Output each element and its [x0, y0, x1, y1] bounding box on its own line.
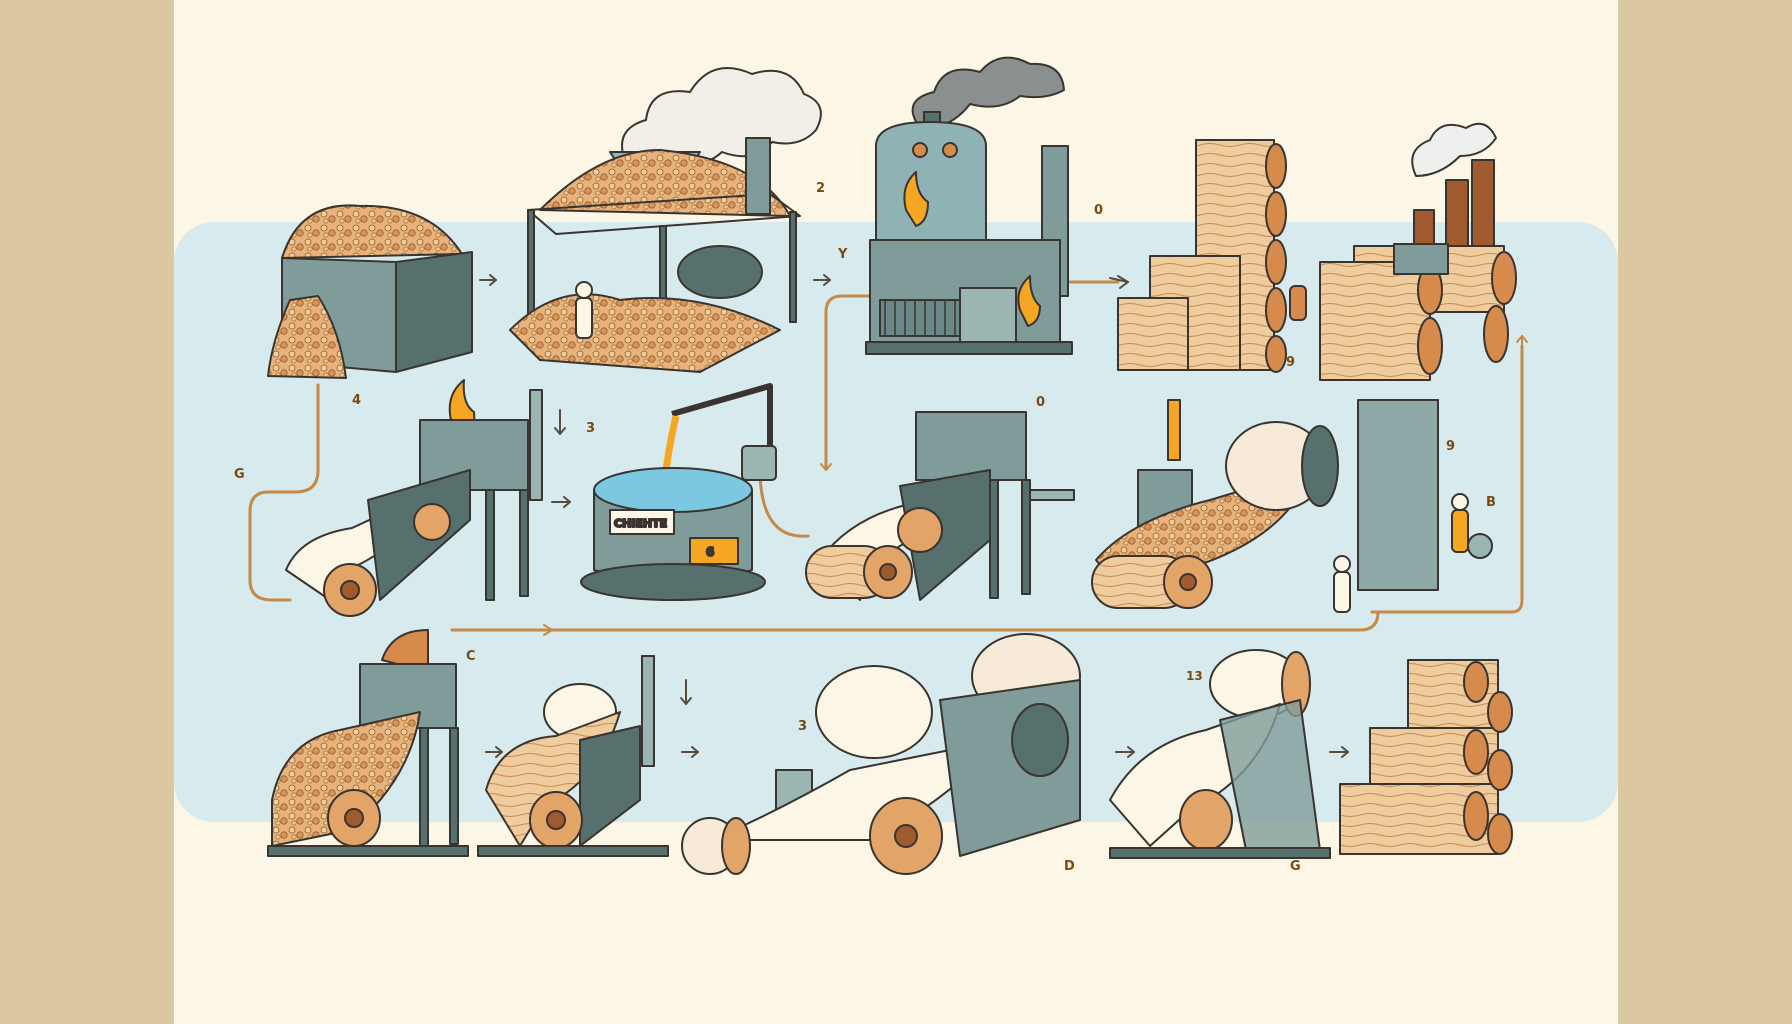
r3-m3-roll-left-end: [722, 818, 750, 874]
r3-m2-roll-core: [547, 811, 565, 829]
hopper-drum: [678, 246, 762, 298]
r3-m1-leg-1: [420, 728, 428, 848]
marker-right-edge: B: [1486, 495, 1496, 510]
mill-logs-front: [1320, 262, 1430, 380]
hopper-post-2: [790, 212, 796, 322]
mill-motor: [1394, 244, 1448, 274]
marker-after-logs: 9: [1286, 355, 1295, 370]
r3-m1-leg-2: [450, 728, 458, 844]
marker-before-last-stair: 13: [1186, 669, 1203, 683]
pit-side: [396, 252, 472, 372]
tank-water: [594, 468, 752, 512]
r3-m2-base: [478, 846, 668, 856]
marker-before-double-roll: 3: [798, 719, 807, 734]
small-bottle: [1290, 286, 1306, 320]
marker-after-pit: 4: [352, 393, 361, 408]
r3-m3-wheel: [1012, 704, 1068, 776]
m2-log-core: [880, 564, 896, 580]
marker-before-boiler: Y: [837, 247, 848, 262]
hopper-chimney: [746, 138, 770, 214]
m2-housing: [916, 412, 1026, 480]
m1-roll-big-core: [341, 581, 359, 599]
m1-roll-small: [414, 504, 450, 540]
m3-log-core: [1180, 574, 1196, 590]
m2-leg-2: [1022, 480, 1030, 594]
marker-below-double-roll: D: [1064, 859, 1075, 874]
r3-m3-roll-big: [816, 666, 932, 758]
r3-m2-pipe: [642, 656, 654, 766]
m1-leg-1: [486, 490, 494, 600]
marker-right-roller: 9: [1446, 439, 1455, 454]
m2-roll-top: [898, 508, 942, 552]
boiler-base: [866, 342, 1072, 354]
marker-after-hopper: 2: [816, 181, 825, 196]
tank-label: CHIEHTE: [614, 517, 667, 530]
r3-m1-base: [268, 846, 468, 856]
worker-figure: [576, 282, 592, 338]
left-frame-strip: [0, 0, 174, 1024]
m3-big-roll-end: [1302, 426, 1338, 506]
tank-valve-box: [742, 446, 776, 480]
boiler-cabinet: [960, 288, 1016, 350]
r3-m4-base: [1110, 848, 1330, 858]
marker-left-loop: G: [234, 467, 245, 482]
r3-m4-roll: [1180, 790, 1232, 850]
wood-chip-pit: [268, 205, 472, 378]
boiler-gauge-2: [943, 143, 957, 157]
m2-leg-1: [990, 480, 998, 598]
r3-m3-roll-mid-core: [895, 825, 917, 847]
boiler-gauge-1: [913, 143, 927, 157]
marker-row3-start: C: [466, 649, 476, 664]
marker-before-tank: 3: [586, 421, 595, 436]
marker-above-roller-1: 0: [1036, 395, 1045, 410]
m3-gauge: [1468, 534, 1492, 558]
tank-panel-number: 6: [706, 545, 714, 559]
marker-after-boiler: 0: [1094, 203, 1103, 218]
log-low: [1118, 298, 1188, 370]
mill-chimney-2: [1446, 180, 1468, 256]
m3-column: [1168, 400, 1180, 460]
r3-m1-roll-core: [345, 809, 363, 827]
marker-below-last-stair: G: [1290, 859, 1301, 874]
m3-frame-right: [1358, 400, 1438, 590]
m2-pipe: [1030, 490, 1074, 500]
right-frame-strip: [1618, 0, 1792, 1024]
m3-worker-1: [1334, 556, 1350, 612]
tank-base: [581, 564, 765, 600]
m1-pipe: [530, 390, 542, 500]
m1-leg-2: [520, 490, 528, 596]
m3-worker-2: [1452, 494, 1468, 552]
mill-chimney-3: [1472, 160, 1494, 256]
